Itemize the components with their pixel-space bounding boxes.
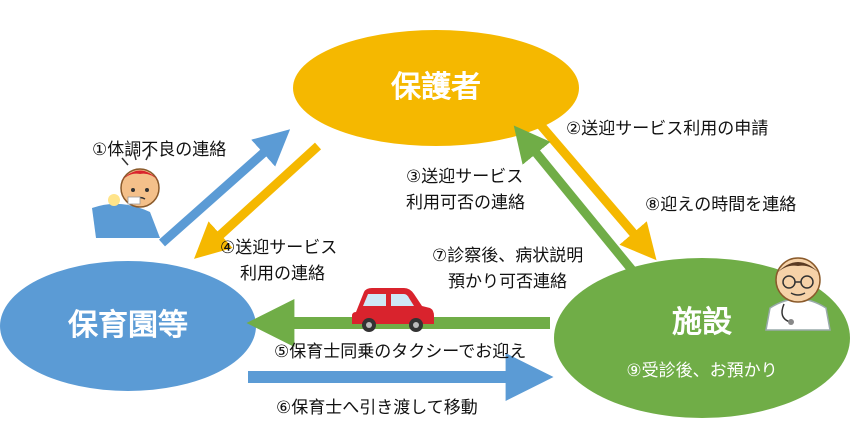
arrow-4-guardian-to-nursery: [194, 142, 322, 259]
step-6-label: ⑥保育士へ引き渡して移動: [276, 398, 478, 418]
step-4-label-line2: 利用の連絡: [240, 264, 325, 284]
facility-node: [554, 258, 850, 418]
facility-sublabel: ⑨受診後、お預かり: [626, 361, 778, 381]
step-3-label-line1: ③送迎サービス: [406, 167, 524, 187]
sick-child-icon: [92, 151, 160, 238]
nursery-label: 保育園等: [68, 308, 188, 343]
step-3-label-line2: 利用可否の連絡: [406, 193, 525, 213]
step-7-label-line2: 預かり可否連絡: [448, 272, 567, 292]
doctor-icon: [765, 257, 831, 331]
arrow-3-facility-to-guardian: [513, 125, 636, 273]
step-5-label: ⑤保育士同乗のタクシーでお迎え: [274, 342, 527, 362]
step-1-label: ①体調不良の連絡: [92, 140, 227, 160]
step-8-label: ⑧迎えの時間を連絡: [645, 195, 797, 215]
step-4-label-line1: ④送迎サービス: [220, 238, 338, 258]
guardian-label: 保護者: [391, 70, 481, 105]
arrow-1-nursery-to-guardian: [159, 129, 291, 247]
car-icon: [352, 288, 434, 332]
guardian-node: [293, 30, 579, 146]
nursery-node: [0, 261, 256, 391]
step-7-label-line1: ⑦診察後、病状説明: [432, 246, 584, 266]
arrow-2-guardian-to-facility: [534, 119, 657, 261]
step-2-label: ②送迎サービス利用の申請: [566, 119, 769, 139]
facility-label: 施設: [672, 305, 732, 340]
